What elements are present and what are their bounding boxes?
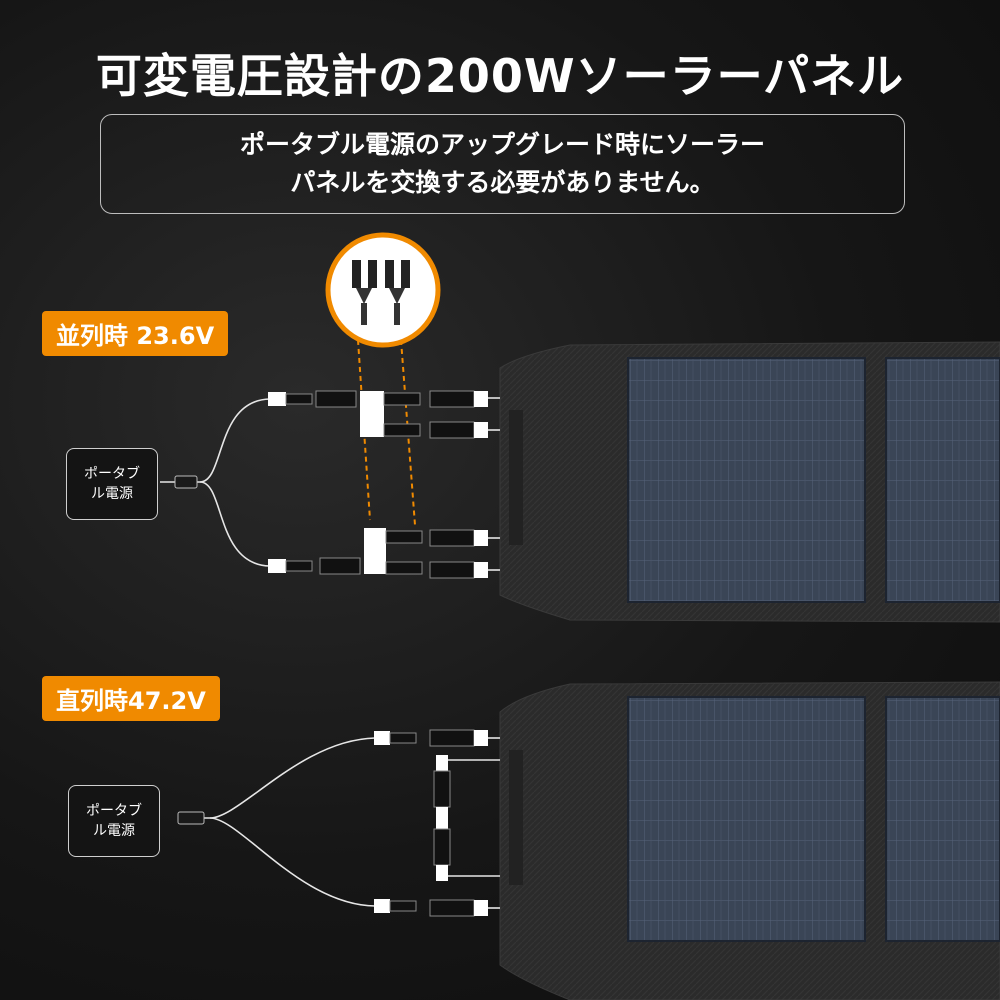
mc4-connector-icon bbox=[268, 392, 286, 406]
solar-panel-parallel bbox=[499, 341, 1000, 623]
mc4-connector-icon bbox=[429, 561, 475, 579]
mc4-connector-icon bbox=[268, 559, 286, 573]
y-branch-connector-icon bbox=[360, 391, 384, 437]
page-title: 可変電圧設計の200Wソーラーパネル bbox=[95, 49, 905, 103]
dc-plug-icon bbox=[177, 811, 205, 825]
mc4-connector-icon bbox=[374, 899, 390, 913]
solar-cell-array bbox=[627, 696, 866, 942]
solar-cell-array bbox=[885, 357, 1000, 603]
mc4-connector-icon bbox=[319, 557, 361, 575]
mc4-connector-icon bbox=[315, 390, 357, 408]
series-connectors bbox=[177, 729, 488, 917]
solar-cell-array bbox=[627, 357, 866, 603]
mc4-connector-icon bbox=[433, 828, 451, 866]
y-branch-connector-icon bbox=[325, 232, 441, 526]
subtitle-line-1: ポータブル電源のアップグレード時にソーラー bbox=[239, 130, 765, 159]
mc4-connector-icon bbox=[429, 421, 475, 439]
mc4-connector-icon bbox=[433, 770, 451, 808]
source-label-line-1: ポータブ bbox=[86, 803, 142, 819]
series-voltage-badge: 直列時47.2V bbox=[42, 676, 220, 721]
panel-handle bbox=[509, 750, 523, 885]
mc4-connector-icon bbox=[429, 729, 475, 747]
dc-plug-icon bbox=[174, 475, 198, 489]
panel-handle bbox=[509, 410, 523, 545]
source-label-line-1: ポータブ bbox=[84, 466, 140, 482]
series-wiring bbox=[185, 737, 500, 909]
y-branch-connector-icon bbox=[364, 528, 386, 574]
parallel-voltage-badge: 並列時 23.6V bbox=[42, 311, 229, 356]
parallel-connectors bbox=[174, 390, 488, 579]
portable-power-box-series: ポータブ ル電源 bbox=[68, 785, 160, 857]
solar-cell-array bbox=[885, 696, 1000, 942]
subtitle-box: ポータブル電源のアップグレード時にソーラー パネルを交換する必要がありません。 bbox=[100, 114, 905, 214]
mc4-connector-icon bbox=[429, 529, 475, 547]
mc4-connector-icon bbox=[429, 899, 475, 917]
mc4-connector-icon bbox=[374, 731, 390, 745]
mc4-connector-icon bbox=[429, 390, 475, 408]
solar-panel-series bbox=[499, 681, 1000, 1000]
subtitle-line-2: パネルを交換する必要がありません。 bbox=[290, 168, 715, 197]
source-label-line-2: ル電源 bbox=[93, 823, 135, 839]
portable-power-box-parallel: ポータブ ル電源 bbox=[66, 448, 158, 520]
source-label-line-2: ル電源 bbox=[91, 486, 133, 502]
